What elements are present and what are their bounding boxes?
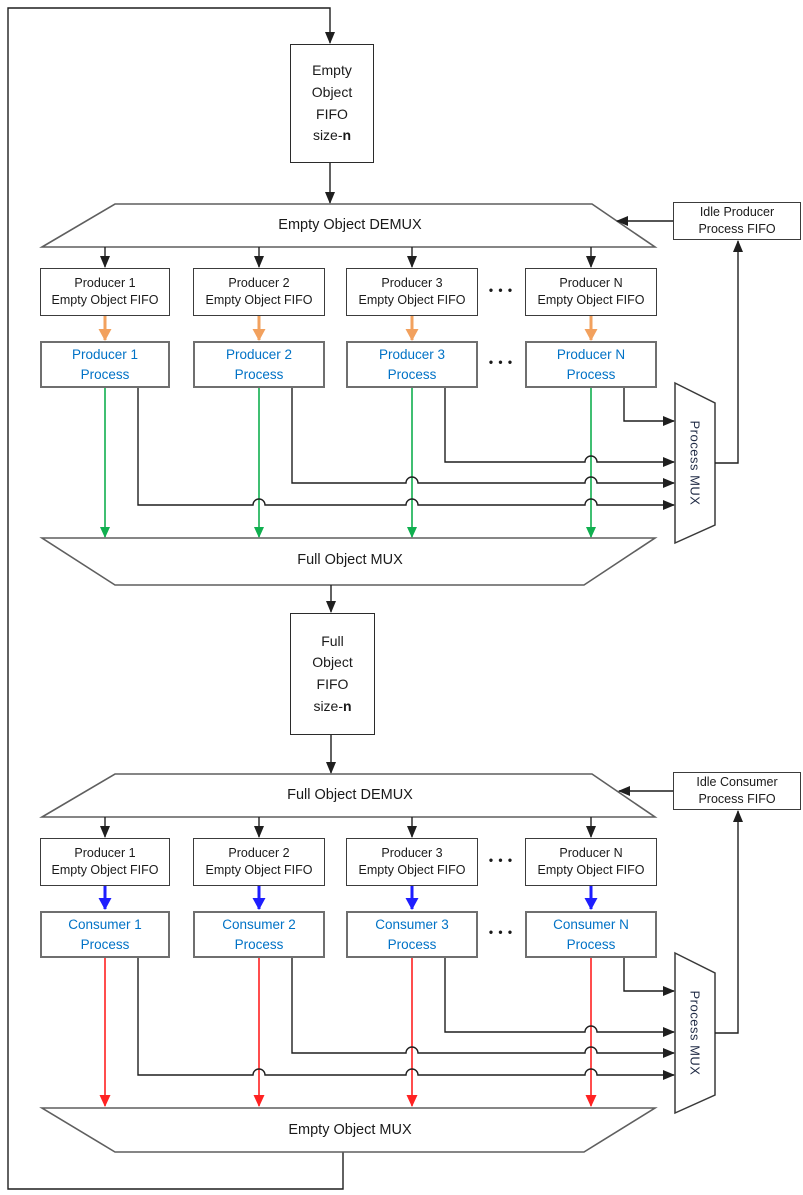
fifo-line1: Producer N (559, 275, 623, 290)
producer-n-to-mux-line (623, 388, 675, 426)
fifo-line1: Producer 1 (74, 275, 136, 290)
producer-2-process-box: Producer 2 Process (193, 341, 325, 388)
full-fifo-line1: Full (321, 632, 344, 649)
consumer-side-fifo-box-n: Producer N Empty Object FIFO (525, 838, 657, 886)
fifo-line2: Empty Object FIFO (358, 863, 466, 877)
consumer-side-fifo-box-2: Producer 2 Empty Object FIFO (193, 838, 325, 886)
fifo-line2: Empty Object FIFO (205, 293, 313, 307)
size-prefix: size- (313, 697, 343, 714)
idle-consumer-process-fifo-box: Idle Consumer Process FIFO (673, 772, 801, 810)
idle-producer-line2: Process FIFO (698, 222, 776, 236)
fifo-line1: Producer 1 (74, 845, 136, 860)
fifo-line2: Empty Object FIFO (537, 863, 645, 877)
empty-fifo-line1: Empty (312, 62, 352, 79)
fifo-line2: Empty Object FIFO (358, 293, 466, 307)
full-object-mux-label: Full Object MUX (297, 552, 403, 568)
consumer-side-fifo-box-3: Producer 3 Empty Object FIFO (346, 838, 478, 886)
producer-3-process-box: Producer 3 Process (346, 341, 478, 388)
empty-fifo-size-line: size-n (313, 125, 351, 147)
producer-n-process-box: Producer N Process (525, 341, 657, 388)
fifo-line2: Empty Object FIFO (205, 863, 313, 877)
ellipsis-process-row-bottom: • • • (488, 925, 514, 939)
process-mux-to-idle-producer-line (715, 240, 743, 464)
fifo-line2: Empty Object FIFO (537, 293, 645, 307)
consumer-process-mux-shape (674, 951, 716, 1115)
empty-object-demux-label: Empty Object DEMUX (278, 217, 422, 233)
empty-object-mux-shape (39, 1107, 658, 1153)
full-object-demux-label: Full Object DEMUX (287, 787, 413, 803)
fifo-line1: Producer N (559, 845, 623, 860)
consumer-3-process-box: Consumer 3 Process (346, 911, 478, 958)
ellipsis-fifo-row-bottom: • • • (488, 853, 514, 867)
process-line1: Consumer 1 (68, 916, 142, 932)
fifo-line2: Empty Object FIFO (51, 293, 159, 307)
producer-process-mux-shape (674, 381, 716, 545)
process-line2: Process (387, 936, 437, 952)
process-line2: Process (234, 366, 284, 382)
ellipsis-process-row-top: • • • (488, 355, 514, 369)
producer-2-to-mux-line (291, 388, 675, 488)
idle-consumer-line2: Process FIFO (698, 792, 776, 806)
consumer-n-process-box: Consumer N Process (525, 911, 657, 958)
full-object-fifo-box: Full Object FIFO size-n (290, 613, 375, 735)
full-object-mux-shape (39, 537, 658, 586)
process-line2: Process (566, 366, 616, 382)
producer-process-mux-label: Process MUX (687, 420, 703, 506)
full-object-demux-shape (39, 773, 658, 818)
full-fifo-line3: FIFO (316, 676, 349, 692)
process-line1: Producer 2 (225, 346, 293, 362)
process-line1: Consumer 2 (222, 916, 296, 932)
process-line1: Producer 1 (71, 346, 139, 362)
consumer-side-fifo-box-1: Producer 1 Empty Object FIFO (40, 838, 170, 886)
fifo-line1: Producer 2 (228, 845, 290, 860)
process-line1: Producer 3 (378, 346, 446, 362)
producer-n-empty-fifo-box: Producer N Empty Object FIFO (525, 268, 657, 316)
producer-1-to-mux-line (137, 388, 675, 510)
process-line1: Consumer N (553, 916, 629, 932)
ellipsis-fifo-row-top: • • • (488, 283, 514, 297)
process-line2: Process (234, 936, 284, 952)
empty-object-demux-shape (39, 203, 658, 248)
producer-2-empty-fifo-box: Producer 2 Empty Object FIFO (193, 268, 325, 316)
consumer-process-mux-label: Process MUX (687, 990, 703, 1076)
process-line1: Consumer 3 (375, 916, 449, 932)
empty-object-fifo-box: Empty Object FIFO size-n (290, 44, 374, 163)
producer-3-empty-fifo-box: Producer 3 Empty Object FIFO (346, 268, 478, 316)
consumer-3-to-mux-line (444, 958, 675, 1037)
empty-fifo-line2: Object (311, 83, 353, 100)
feedback-loop-line (7, 7, 344, 1190)
producer-1-empty-fifo-box: Producer 1 Empty Object FIFO (40, 268, 170, 316)
consumer-1-to-mux-line (137, 958, 675, 1080)
process-line2: Process (387, 366, 437, 382)
size-prefix: size- (312, 127, 343, 144)
empty-fifo-line3: FIFO (316, 105, 348, 122)
producer-3-to-mux-line (444, 388, 675, 467)
idle-consumer-line1: Idle Consumer (696, 774, 778, 789)
full-fifo-size-line: size-n (313, 696, 351, 718)
process-line2: Process (80, 366, 130, 382)
consumer-2-to-mux-line (291, 958, 675, 1058)
consumer-n-to-mux-line (623, 958, 675, 996)
process-mux-to-idle-consumer-line (715, 810, 743, 1034)
consumer-1-process-box: Consumer 1 Process (40, 911, 170, 958)
process-line2: Process (80, 936, 130, 952)
consumer-2-process-box: Consumer 2 Process (193, 911, 325, 958)
fifo-line2: Empty Object FIFO (51, 863, 159, 877)
process-line2: Process (566, 936, 616, 952)
idle-producer-line1: Idle Producer (699, 204, 775, 219)
size-n: n (342, 127, 352, 144)
fifo-line1: Producer 3 (381, 845, 443, 860)
producer-1-process-box: Producer 1 Process (40, 341, 170, 388)
fifo-line1: Producer 2 (228, 275, 290, 290)
full-fifo-line2: Object (312, 654, 353, 671)
empty-object-mux-label: Empty Object MUX (288, 1122, 412, 1138)
fifo-line1: Producer 3 (381, 275, 443, 290)
process-line1: Producer N (556, 346, 626, 362)
idle-producer-process-fifo-box: Idle Producer Process FIFO (673, 202, 801, 240)
size-n: n (343, 697, 352, 714)
